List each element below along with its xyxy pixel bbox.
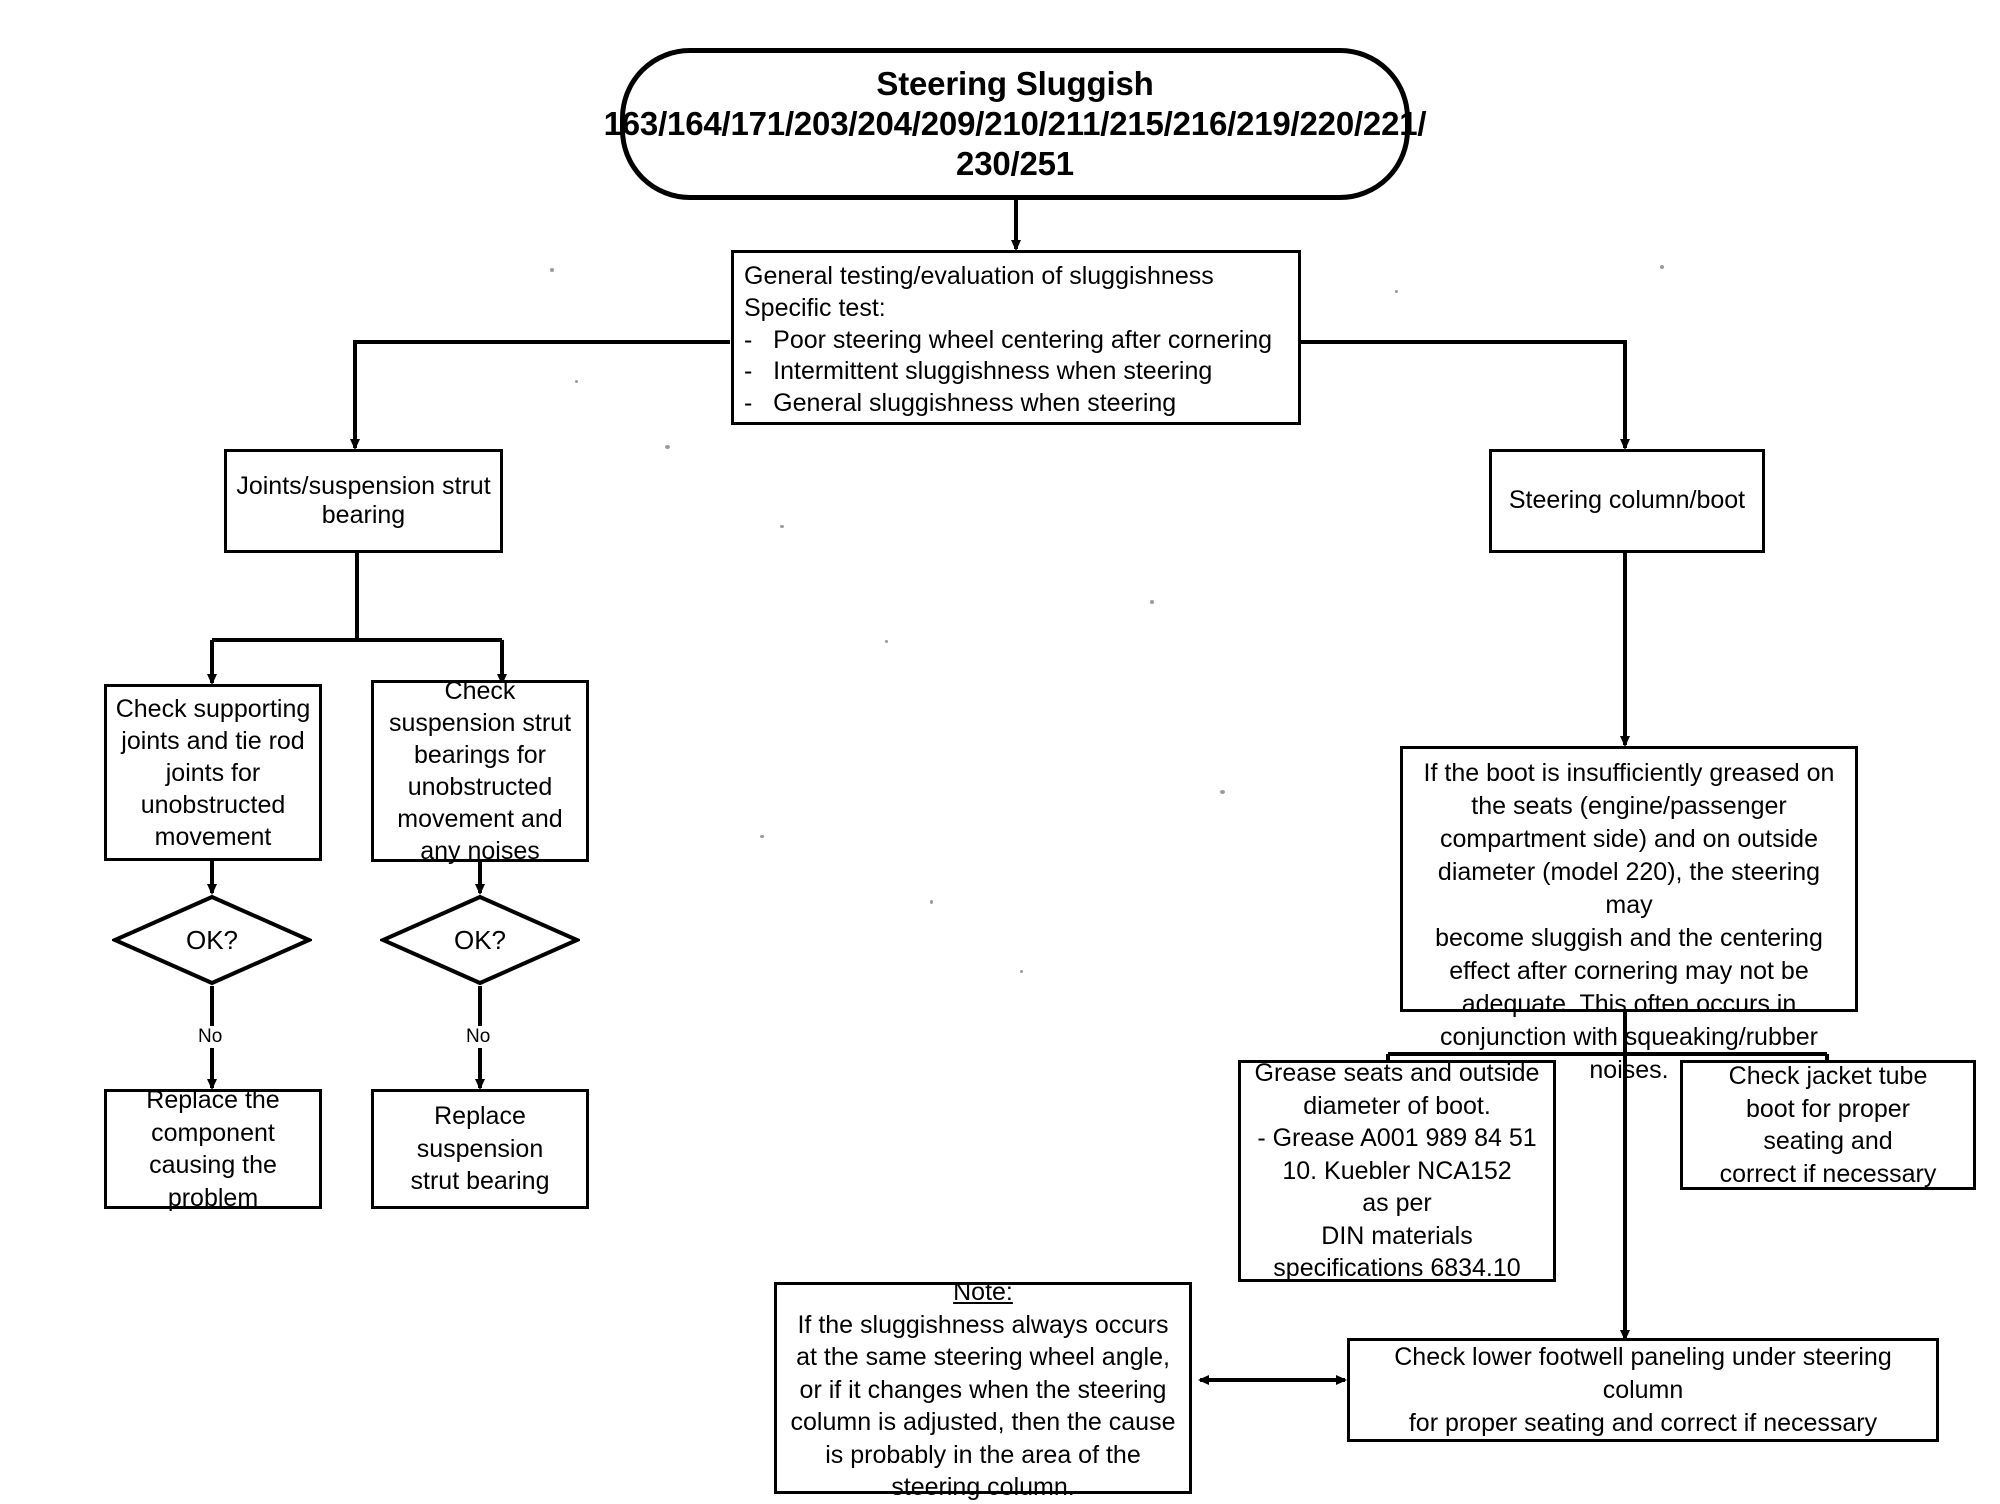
node-boot-insufficiently-greased: If the boot is insufficiently greased on…: [1400, 746, 1858, 1084]
scan-speck: [930, 900, 933, 904]
scan-speck: [1020, 970, 1023, 973]
decision-label-right: OK?: [453, 924, 507, 955]
scan-speck: [1660, 265, 1664, 269]
scan-speck: [885, 640, 888, 643]
node-check-lower-footwell-paneling: Check lower footwell paneling under stee…: [1347, 1338, 1939, 1442]
node-replace-component: Replace the component causing the proble…: [104, 1086, 322, 1212]
scan-speck: [1395, 290, 1398, 293]
scan-speck: [780, 525, 784, 528]
edge-label-no-right: No: [464, 1026, 493, 1048]
scan-speck: [1150, 600, 1154, 604]
node-decision-ok-right: OK?: [380, 894, 580, 986]
node-joints-suspension-strut-bearing: Joints/suspension strut bearing: [224, 449, 503, 553]
scan-speck: [1220, 790, 1225, 794]
node-start-steering-sluggish: Steering Sluggish 163/164/171/203/204/20…: [604, 48, 1427, 200]
edge-label-no-left: No: [196, 1026, 225, 1048]
decision-label-left: OK?: [185, 924, 239, 955]
scan-speck: [550, 268, 554, 272]
node-decision-ok-left: OK?: [112, 894, 312, 986]
node-check-jacket-tube-boot: Check jacket tube boot for proper seatin…: [1680, 1060, 1976, 1190]
node-replace-suspension-strut-bearing: Replace suspension strut bearing: [371, 1089, 589, 1209]
node-general-testing: General testing/evaluation of sluggishne…: [731, 250, 1301, 425]
diamond-shape: [112, 894, 312, 986]
node-steering-column-boot: Steering column/boot: [1489, 449, 1765, 553]
node-note: Note: If the sluggishness always occurs …: [774, 1278, 1192, 1501]
note-body: If the sluggishness always occurs at the…: [790, 1310, 1176, 1502]
node-grease-seats: Grease seats and outside diameter of boo…: [1238, 1059, 1556, 1282]
scan-speck: [760, 835, 764, 838]
scan-speck: [575, 380, 578, 383]
node-check-suspension-strut-bearings: Check suspension strut bearings for unob…: [371, 677, 589, 865]
scan-speck: [665, 445, 670, 449]
diamond-shape: [380, 894, 580, 986]
node-check-supporting-joints: Check supporting joints and tie rod join…: [104, 684, 322, 861]
note-title: Note:: [953, 1278, 1013, 1307]
